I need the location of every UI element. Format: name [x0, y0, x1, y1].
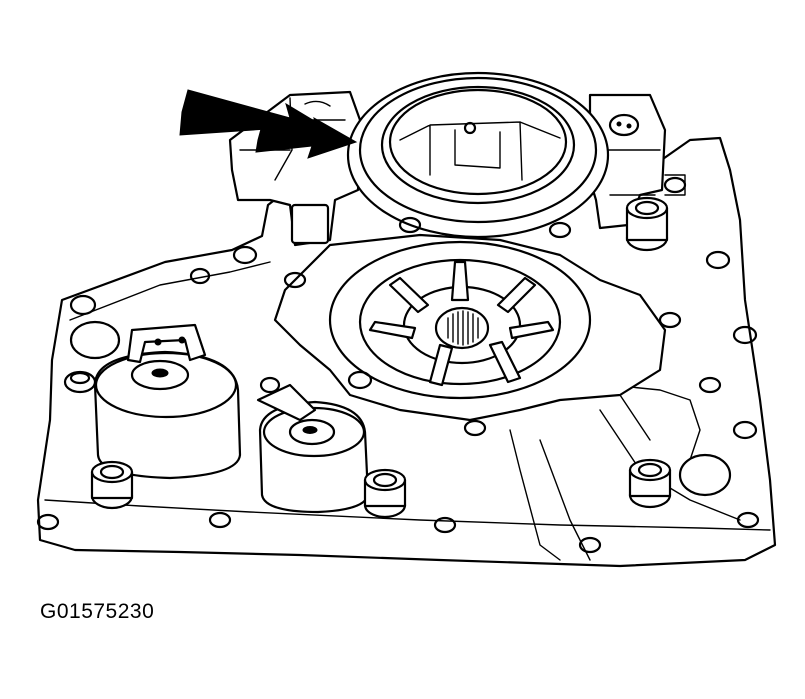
filter-ring-lip [388, 88, 568, 196]
right-solenoid-dot-a [616, 121, 622, 127]
left-cylinder-top [94, 351, 238, 419]
bolt-mid-lower [363, 468, 407, 519]
left-solenoid-connector [290, 203, 330, 245]
pump-shaft-hub [434, 306, 490, 350]
left-bracket-hole-a [154, 338, 162, 346]
pump-recess [328, 240, 592, 400]
pump-tabs [368, 260, 555, 387]
filter-ring-inner-detail [399, 121, 561, 181]
plate-inner-edge [44, 261, 771, 531]
bolt-heads [63, 196, 672, 519]
filter-ring-inner [380, 85, 576, 205]
filter-ring-mid [358, 76, 598, 224]
bolt-right-lower [628, 458, 672, 509]
mid-cylinder-pin [302, 426, 318, 434]
plug-right [678, 453, 732, 497]
left-bracket-hole-b [178, 336, 186, 344]
arrow-lower [255, 116, 358, 159]
figure-id-label: G01575230 [40, 600, 155, 623]
callout-arrows [179, 89, 358, 159]
pump-shaft-splines [447, 310, 479, 346]
bolt-right-upper [625, 196, 669, 252]
filter-ring-hole [463, 121, 477, 135]
plug-left [69, 320, 121, 360]
mid-connector [256, 383, 317, 422]
left-cylinder-pin [151, 368, 169, 378]
bolt-left-lower [90, 460, 134, 510]
right-solenoid-dot-b [626, 123, 632, 129]
left-cylinder-bore [130, 359, 190, 391]
bolt-left-cylinder [63, 370, 97, 394]
mounting-holes [36, 176, 760, 554]
right-solenoid-port [608, 113, 640, 137]
mid-cylinder-bore [288, 418, 336, 446]
